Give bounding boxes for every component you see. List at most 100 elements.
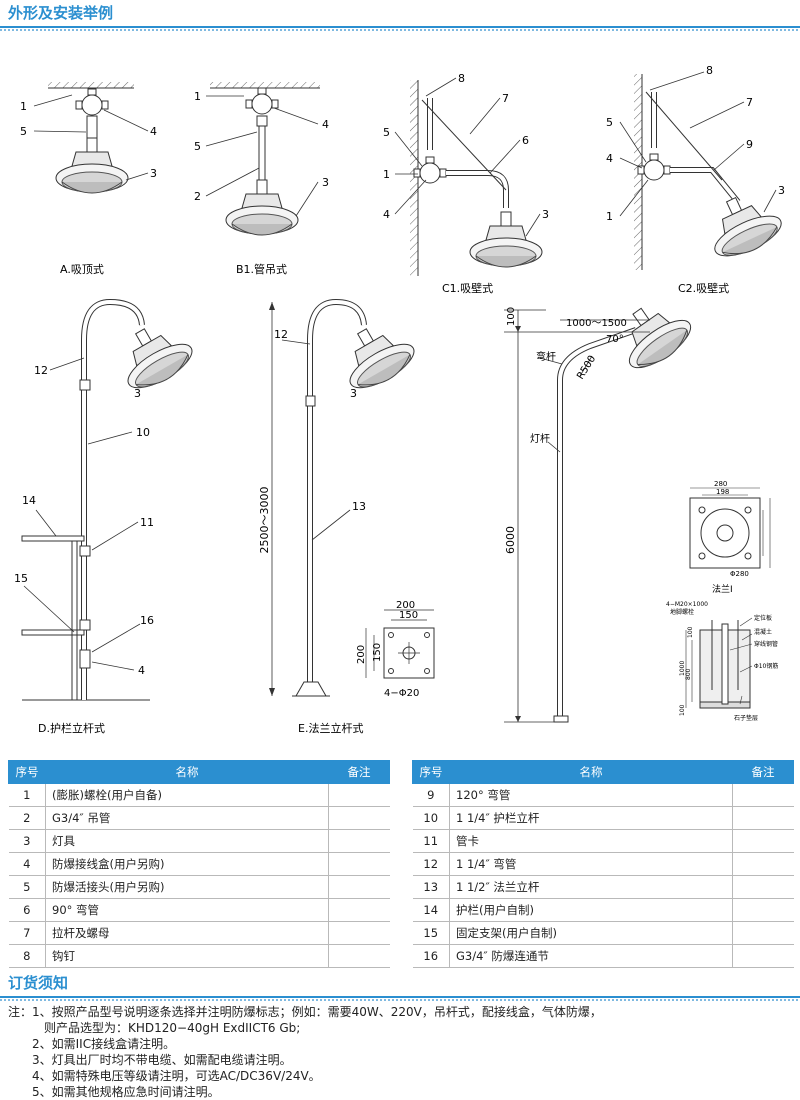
dim-1000-1500: 1000～1500 [566,318,627,329]
cell-no: 14 [412,898,450,922]
flange1-caption: 法兰Ⅰ [712,583,733,595]
cell-no: 1 [8,783,46,807]
flange1-d280: Φ280 [730,570,749,578]
foundation-rebar: Φ10钢筋 [754,662,778,670]
cell-remark [732,852,794,876]
header-rule [0,996,800,998]
callout-a-5: 5 [20,125,27,138]
cell-no: 8 [8,944,46,968]
callout-c1-8: 8 [458,72,465,85]
section-title-ordering: 订货须知 [8,974,69,992]
foundation-1000: 1000 [679,661,686,676]
callout-c2-7: 7 [746,96,753,109]
header-dots [0,29,800,31]
cell-name: 拉杆及螺母 [45,921,329,945]
figure-e-flange-pole: 2500～3000 12 13 3 200 150 200 150 4−Φ20 … [258,298,435,735]
callout-b1-3: 3 [322,176,329,189]
callout-c1-3: 3 [542,208,549,221]
foundation-pipe: 穿线钢管 [754,640,778,648]
caption-a: A.吸顶式 [60,263,104,276]
section-title-appearance: 外形及安装举例 [8,4,114,22]
callout-d-3: 3 [134,387,141,400]
cell-name: 防爆接线盒(用户另购) [45,852,329,876]
callout-c1-5: 5 [383,126,390,139]
table-header-row: 序号 名称 备注 [412,760,794,784]
cell-remark [328,875,390,899]
cell-name: 90° 弯管 [45,898,329,922]
cell-no: 16 [412,944,450,968]
header-rule [0,26,800,28]
figure-c2-wall-mount: 8 7 9 5 4 1 3 C2.吸壁式 [606,64,788,295]
callout-d-11: 11 [140,516,154,529]
cell-remark [732,829,794,853]
cell-name: 护栏(用户自制) [449,898,733,922]
note-line: 3、灯具出厂时均不带电缆、如需配电缆请注明。 [8,1053,292,1067]
note-line: 5、如需其他规格应急时间请注明。 [8,1085,220,1099]
cell-remark [328,898,390,922]
cell-remark [732,875,794,899]
cell-name: 固定支架(用户自制) [449,921,733,945]
label-lamp-pole: 灯杆 [530,433,550,445]
callout-d-16: 16 [140,614,154,627]
cell-remark [328,852,390,876]
cell-no: 6 [8,898,46,922]
cell-no: 13 [412,875,450,899]
callout-c2-5: 5 [606,116,613,129]
note-line: 注：1、按照产品型号说明逐条选择并注明防爆标志；例如：需要40W、220V，吊杆… [8,1005,602,1019]
cell-remark [732,898,794,922]
cell-name: 管卡 [449,829,733,853]
dim-2500-3000: 2500～3000 [258,487,271,554]
dim-r500: R500 [575,354,598,382]
dim-flange-200-left: 200 [356,645,367,664]
foundation-100b: 100 [679,704,686,716]
cell-name: 钩钉 [45,944,329,968]
flange1-280: 280 [714,480,727,488]
section-header-ordering: 订货须知 [0,970,800,1001]
callout-c2-9: 9 [746,138,753,151]
callout-a-4: 4 [150,125,157,138]
callout-c1-7: 7 [502,92,509,105]
dim-6000: 6000 [504,526,517,554]
callout-c1-6: 6 [522,134,529,147]
flange-holes-label: 4−Φ20 [384,688,419,699]
callout-c1-1: 1 [383,168,390,181]
callout-b1-4: 4 [322,118,329,131]
foundation-gravel: 石子垫层 [734,714,758,722]
foundation-concrete: 混凝土 [754,628,772,636]
callout-c2-8: 8 [706,64,713,77]
caption-b1: B1.管吊式 [236,262,287,276]
header-name: 名称 [45,760,329,784]
foundation-800: 800 [685,668,692,680]
caption-d: D.护栏立杆式 [38,721,105,735]
cell-name: 1 1/4″ 弯管 [449,852,733,876]
header-name: 名称 [449,760,733,784]
header-no: 序号 [412,760,450,784]
figure-foundation-detail: 4−M20×1000 地脚螺栓 定位板 混凝土 穿线钢管 Φ10钢筋 石子垫层 … [666,601,778,722]
header-no: 序号 [8,760,46,784]
cell-name: 防爆活接头(用户另购) [45,875,329,899]
callout-e-13: 13 [352,500,366,513]
cell-no: 4 [8,852,46,876]
callout-c2-1: 1 [606,210,613,223]
cell-no: 2 [8,806,46,830]
header-remark: 备注 [328,760,390,784]
dim-flange-200-top: 200 [396,600,415,611]
cell-no: 3 [8,829,46,853]
cell-no: 10 [412,806,450,830]
foundation-bolt-note: 地脚螺栓 [670,608,694,616]
cell-name: G3/4″ 防爆连通节 [449,944,733,968]
header-remark: 备注 [732,760,794,784]
cell-name: G3/4″ 吊管 [45,806,329,830]
callout-d-10: 10 [136,426,150,439]
